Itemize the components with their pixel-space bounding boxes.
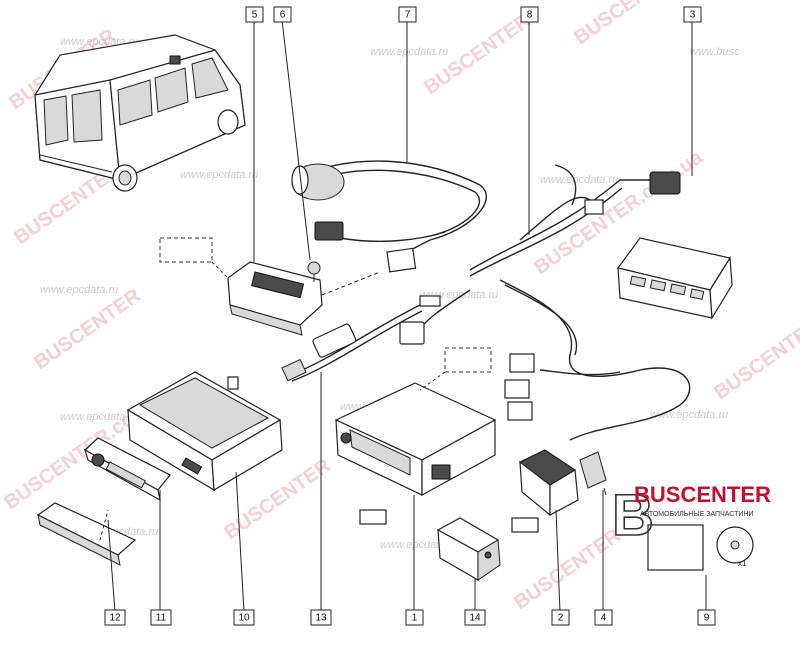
svg-text:8: 8 <box>527 10 533 21</box>
callout-10: 10 <box>233 609 255 626</box>
part-11-faceplate <box>83 437 171 502</box>
van-illustration <box>34 34 246 192</box>
kit-quantity: x1 <box>738 559 747 568</box>
part-10-radio-housing <box>126 371 283 492</box>
svg-text:7: 7 <box>405 10 411 21</box>
callout-7: 7 <box>398 6 417 23</box>
callout-12: 12 <box>104 609 126 626</box>
svg-text:4: 4 <box>601 613 607 624</box>
svg-text:6: 6 <box>280 10 286 21</box>
callout-8: 8 <box>520 6 539 23</box>
wiring-harness <box>291 160 691 441</box>
leader-lines <box>107 19 707 613</box>
callout-3: 3 <box>683 6 702 23</box>
part-1-radio-unit <box>334 347 497 525</box>
watermark-brand: BUSCENTER <box>30 284 145 374</box>
callout-11: 11 <box>150 609 172 626</box>
svg-text:B: B <box>612 483 654 548</box>
callout-2: 2 <box>551 609 570 626</box>
watermark-site: www.epcdata.ru <box>540 174 618 186</box>
watermark-domain: BUSCENTER.com.ua <box>570 0 747 49</box>
part-6-screw <box>307 261 321 282</box>
callout-6: 6 <box>273 6 292 23</box>
callout-4: 4 <box>594 609 613 626</box>
watermark-site: www.epcdata.ru <box>650 409 728 421</box>
callout-5: 5 <box>245 6 264 23</box>
svg-text:9: 9 <box>704 613 710 624</box>
svg-text:14: 14 <box>469 613 481 624</box>
logo-name: BUSCENTER <box>634 482 771 507</box>
part-9-kit: x1 <box>647 524 754 571</box>
watermark-site: www.busc <box>690 46 740 58</box>
part-13-cable <box>281 304 423 382</box>
part-14-remote-control <box>436 517 501 582</box>
svg-text:11: 11 <box>156 613 167 624</box>
svg-text:3: 3 <box>690 10 696 21</box>
logo-tagline: АВТОМОБИЛЬНЫЕ ЗАПЧАСТИНИ <box>640 511 753 518</box>
part-2-control-switch <box>511 449 579 533</box>
buscenter-logo: B BUSCENTER АВТОМОБИЛЬНЫЕ ЗАПЧАСТИНИ <box>611 482 771 549</box>
part-12-case <box>36 502 137 566</box>
svg-text:12: 12 <box>109 613 121 624</box>
part-3-control-panel <box>616 237 733 320</box>
callout-9: 9 <box>697 609 716 626</box>
watermark-site: www.epcdata.ru <box>370 46 448 58</box>
part-4-bracket <box>579 451 607 496</box>
callout-13: 13 <box>310 609 332 626</box>
watermark-brand: BUSCENTER <box>510 524 625 614</box>
svg-text:2: 2 <box>558 613 564 624</box>
watermark-site: www.epcdata.ru <box>180 169 258 181</box>
svg-text:10: 10 <box>238 613 250 624</box>
part-5-connector-block <box>159 237 381 336</box>
svg-text:1: 1 <box>412 613 418 624</box>
callout-14: 14 <box>464 609 486 626</box>
svg-text:13: 13 <box>315 613 327 624</box>
callout-1: 1 <box>405 609 424 626</box>
callouts: 5 6 7 8 3 12 11 10 13 1 14 2 4 9 <box>104 6 716 626</box>
svg-text:5: 5 <box>252 10 258 21</box>
watermark-site: www.epcdata.ru <box>60 411 138 423</box>
watermark-site: www.epcdata.ru <box>40 284 118 296</box>
